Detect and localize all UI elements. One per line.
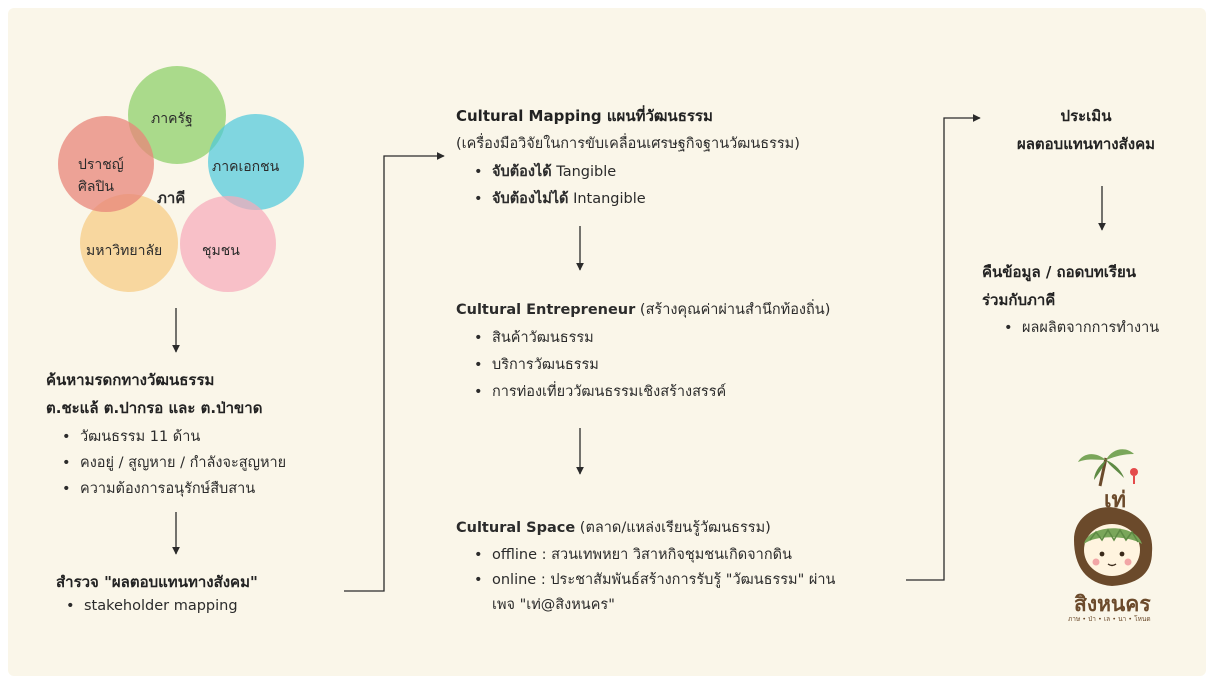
label-partners-center: ภาคี xyxy=(157,189,186,207)
logo-top-text: เท่ xyxy=(1104,488,1127,513)
mapping-block: Cultural Mapping แผนที่วัฒนธรรม (เครื่อง… xyxy=(456,104,800,213)
heritage-title-2: ต.ชะแล้ ต.ปากรอ และ ต.ป่าขาด xyxy=(46,399,263,417)
mapping-bullet-intangible-text: Intangible xyxy=(568,191,646,207)
giveback-title-1: คืนข้อมูล / ถอดบทเรียน xyxy=(982,263,1137,281)
survey-bullet: stakeholder mapping xyxy=(66,598,258,614)
giveback-block: คืนข้อมูล / ถอดบทเรียน ร่วมกับภาคี ผลผลิ… xyxy=(982,260,1159,339)
heritage-title-1: ค้นหามรดกทางวัฒนธรรม xyxy=(46,371,215,389)
sinhanakhon-logo: เท่ สิงหนคร ภาษ • ป่า • เล • นา • โหนด xyxy=(1060,448,1164,626)
label-sage-1: ปราชญ์ xyxy=(78,157,124,173)
label-university: มหาวิทยาลัย xyxy=(86,243,163,259)
evaluate-title-2: ผลตอบแทนทางสังคม xyxy=(1016,135,1156,153)
space-block: Cultural Space (ตลาด/แหล่งเรียนรู้วัฒนธร… xyxy=(456,516,835,617)
space-heading: Cultural Space (ตลาด/แหล่งเรียนรู้วัฒนธร… xyxy=(456,516,835,539)
label-sage-2: ศิลปิน xyxy=(78,179,114,195)
space-bullet-online-cont: เพจ "เท่@สิงหนคร" xyxy=(492,597,615,613)
partners-venn: ภาครัฐ ภาคเอกชน ชุมชน มหาวิทยาลัย ปราชญ์… xyxy=(48,58,304,308)
space-bullet-offline: offline : สวนเทพหยา วิสาหกิจชุมชนเกิดจาก… xyxy=(474,543,835,568)
mapping-bullet-tangible-text: Tangible xyxy=(551,164,617,180)
evaluate-title-1: ประเมิน xyxy=(1060,107,1112,125)
logo-emblem-icon xyxy=(1074,449,1153,586)
mapping-bullet-intangible: จับต้องไม่ได้ Intangible xyxy=(474,186,800,213)
mapping-title: Cultural Mapping แผนที่วัฒนธรรม xyxy=(456,107,713,125)
space-title: Cultural Space xyxy=(456,520,576,536)
label-government: ภาครัฐ xyxy=(151,111,193,127)
survey-block: สำรวจ "ผลตอบแทนทางสังคม" stakeholder map… xyxy=(56,570,258,614)
label-community: ชุมชน xyxy=(202,243,240,259)
entrepreneur-bullet: การท่องเที่ยววัฒนธรรมเชิงสร้างสรรค์ xyxy=(474,379,830,406)
entrepreneur-title: Cultural Entrepreneur xyxy=(456,302,636,318)
circle-community xyxy=(180,196,276,292)
entrepreneur-bullet: สินค้าวัฒนธรรม xyxy=(474,325,830,352)
heritage-bullet: คงอยู่ / สูญหาย / กำลังจะสูญหาย xyxy=(62,450,286,476)
heritage-bullet: วัฒนธรรม 11 ด้าน xyxy=(62,424,286,450)
space-title-note: (ตลาด/แหล่งเรียนรู้วัฒนธรรม) xyxy=(575,520,771,536)
circle-private xyxy=(208,114,304,210)
mapping-bullet-intangible-bold: จับต้องไม่ได้ xyxy=(492,191,569,207)
logo-tagline: ภาษ • ป่า • เล • นา • โหนด xyxy=(1068,615,1151,623)
space-bullet-online: online : ประชาสัมพันธ์สร้างการรับรู้ "วั… xyxy=(474,568,835,593)
arrow-survey-to-mapping xyxy=(344,152,445,592)
giveback-title-2: ร่วมกับภาคี xyxy=(982,291,1056,309)
entrepreneur-bullet: บริการวัฒนธรรม xyxy=(474,352,830,379)
label-private: ภาคเอกชน xyxy=(212,159,280,175)
entrepreneur-heading: Cultural Entrepreneur (สร้างคุณค่าผ่านสำ… xyxy=(456,298,830,321)
heritage-block: ค้นหามรดกทางวัฒนธรรม ต.ชะแล้ ต.ปากรอ และ… xyxy=(46,368,286,502)
giveback-bullet: ผลผลิตจากการทำงาน xyxy=(1004,316,1159,339)
entrepreneur-block: Cultural Entrepreneur (สร้างคุณค่าผ่านสำ… xyxy=(456,298,830,406)
survey-title: สำรวจ "ผลตอบแทนทางสังคม" xyxy=(56,573,258,591)
heritage-bullet: ความต้องการอนุรักษ์สืบสาน xyxy=(62,476,286,502)
diagram-canvas: ภาครัฐ ภาคเอกชน ชุมชน มหาวิทยาลัย ปราชญ์… xyxy=(8,8,1206,676)
mapping-bullet-tangible-bold: จับต้องได้ xyxy=(492,164,552,180)
mapping-subtitle: (เครื่องมือวิจัยในการขับเคลื่อนเศรษฐกิจฐ… xyxy=(456,136,800,152)
logo-name: สิงหนคร xyxy=(1074,592,1151,616)
mapping-bullet-tangible: จับต้องได้ Tangible xyxy=(474,159,800,186)
arrow-space-to-evaluate xyxy=(906,114,981,581)
evaluate-block: ประเมิน ผลตอบแทนทางสังคม xyxy=(986,104,1186,156)
circle-sage xyxy=(58,116,154,212)
flow-arrows xyxy=(172,114,1106,592)
entrepreneur-title-note: (สร้างคุณค่าผ่านสำนึกท้องถิ่น) xyxy=(635,302,831,318)
